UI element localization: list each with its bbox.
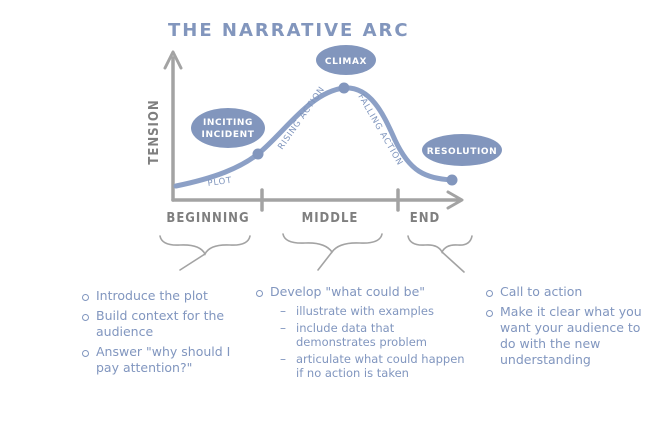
brace-middle [282,233,383,254]
end-list: Call to action Make it clear what you wa… [484,284,649,368]
diagram-title: THE NARRATIVE ARC [168,20,410,41]
point-climax [338,82,350,94]
curve-label-rising: RISING ACTION [276,85,327,152]
column-beginning: Introduce the plot Build context for the… [80,288,250,380]
bubble-climax [316,45,376,75]
column-end: Call to action Make it clear what you wa… [484,284,649,372]
list-item: Make it clear what you want your audienc… [484,304,649,368]
list-item: Develop "what could be" illustrate with … [254,284,469,380]
bubble-resolution [422,134,502,166]
act-label-middle: MIDDLE [302,211,359,226]
act-label-end: END [410,211,441,226]
point-inciting-incident [252,148,264,160]
bubble-inciting-line1: INCITING [203,118,253,128]
bubble-resolution-label: RESOLUTION [427,147,498,157]
x-axis-arrow [446,190,464,210]
list-item: Answer "why should I pay attention?" [80,344,250,376]
list-item: illustrate with examples [270,304,469,318]
middle-list: Develop "what could be" illustrate with … [254,284,469,380]
curve-label-plot: PLOT [207,176,233,189]
list-item: Introduce the plot [80,288,250,304]
beginning-list: Introduce the plot Build context for the… [80,288,250,376]
brace-pointer-middle [317,251,333,271]
bubble-inciting-incident [191,108,265,148]
middle-sublist: illustrate with examples include data th… [270,304,469,380]
list-item: Build context for the audience [80,308,250,340]
brace-pointer-beginning [179,253,206,271]
act-label-beginning: BEGINNING [166,211,249,226]
brace-pointer-end [441,251,465,273]
point-resolution [446,174,458,186]
list-item: include data that demonstrates problem [270,321,469,349]
brace-end [407,235,473,254]
bubble-inciting-line2: INCIDENT [202,130,255,140]
brace-beginning [159,235,251,256]
y-axis-arrow [163,50,183,70]
list-item: articulate what could happen if no actio… [270,352,469,380]
middle-heading: Develop "what could be" [270,284,426,299]
y-axis-label: TENSION [147,99,162,164]
column-middle: Develop "what could be" illustrate with … [254,284,469,384]
list-item: Call to action [484,284,649,300]
curve-label-falling: FALLING ACTION [355,93,404,168]
bubble-climax-label: CLIMAX [325,57,367,67]
